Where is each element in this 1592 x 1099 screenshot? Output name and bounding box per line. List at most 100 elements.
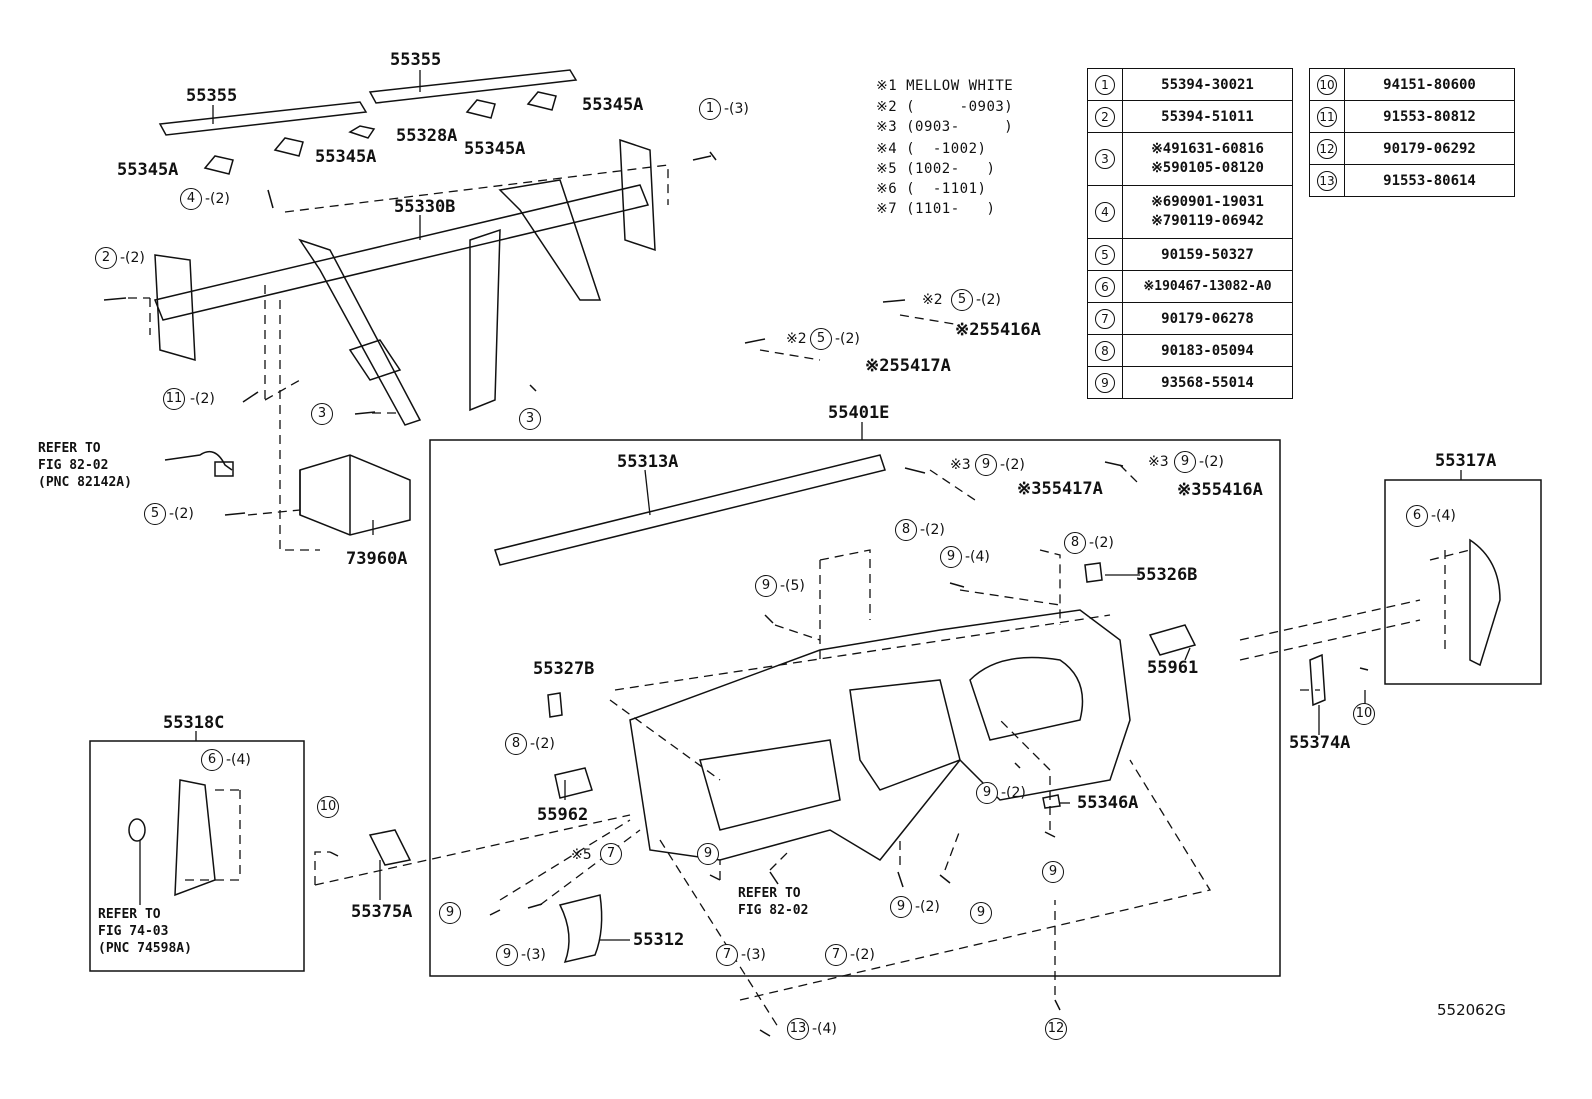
callout-qty: -(4) <box>1431 508 1456 524</box>
callout-qty: -(2) <box>850 947 875 963</box>
part-number: 94151-80600 <box>1344 68 1515 101</box>
index-circle: 3 <box>1095 149 1115 169</box>
beam-55330b <box>153 184 650 321</box>
parts-row: 11 91553-80812 <box>1309 100 1515 133</box>
bracket-55374a <box>1309 653 1326 707</box>
callout-qty: -(2) <box>205 191 230 207</box>
note-1: ※1 MELLOW WHITE <box>876 78 1014 94</box>
part-number: 90159-50327 <box>1122 238 1293 271</box>
note-2: ※2 ( -0903) <box>876 99 1014 115</box>
callout-qty: -(2) <box>1000 457 1025 473</box>
callout-qty: -(2) <box>1199 454 1224 470</box>
callout-circle: 9 <box>439 902 461 924</box>
part-number: 93568-55014 <box>1122 366 1293 399</box>
part-number: ※491631-60816 ※590105-08120 <box>1122 132 1293 186</box>
bracket-55327b <box>547 692 563 718</box>
figure-code: 552062G <box>1437 1001 1506 1019</box>
note-3: ※3 (0903- ) <box>876 119 1014 135</box>
index-circle: 10 <box>1317 74 1337 95</box>
label-55355-left: 55355 <box>186 86 238 106</box>
callout-qty: -(5) <box>780 578 805 594</box>
callout-circle: 9 <box>940 546 962 568</box>
clip-55345a-4 <box>526 91 557 111</box>
side-cover-55317a <box>1469 538 1501 667</box>
label-55330b: 55330B <box>394 197 456 217</box>
index-circle: 11 <box>1317 106 1337 127</box>
side-cover-box-right <box>1384 479 1542 685</box>
parts-row: 3 ※491631-60816 ※590105-08120 <box>1087 132 1293 186</box>
label-55318c: 55318C <box>163 713 225 733</box>
label-55346a: 55346A <box>1077 793 1139 813</box>
label-55375a: 55375A <box>351 902 413 922</box>
callout-qty: -(2) <box>530 736 555 752</box>
clip-55345a-3 <box>465 99 496 119</box>
callout-qty: -(3) <box>724 101 749 117</box>
beam-right-bracket <box>619 138 656 252</box>
callout-circle: 5 <box>144 503 166 525</box>
part-number: 91553-80812 <box>1344 100 1515 133</box>
callout-qty: -(2) <box>915 899 940 915</box>
note-7: ※7 (1101- ) <box>876 201 996 217</box>
callout-qty: -(2) <box>1001 785 1026 801</box>
callout-circle: 8 <box>895 519 917 541</box>
callout-qty: -(2) <box>920 522 945 538</box>
callout-circle: 9 <box>976 782 998 804</box>
connector-harness <box>164 450 233 471</box>
label-55417a-lower: ※355417A <box>1017 479 1103 499</box>
parts-row: 10 94151-80600 <box>1309 68 1515 101</box>
callout-circle: 7 <box>600 843 622 865</box>
vent-55962 <box>554 767 593 799</box>
part-number: ※690901-19031 ※790119-06942 <box>1122 185 1293 239</box>
index-circle: 9 <box>1095 372 1115 393</box>
label-55355-top: 55355 <box>390 50 442 70</box>
note-mark-3a: ※3 <box>950 457 971 473</box>
callout-circle: 4 <box>180 188 202 210</box>
label-55312: 55312 <box>633 930 685 950</box>
index-circle: 7 <box>1095 308 1115 329</box>
label-55328a: 55328A <box>396 126 458 146</box>
panel-group-box <box>429 439 1281 977</box>
clip-55345a-2 <box>273 137 304 157</box>
callout-circle: 10 <box>1353 703 1375 725</box>
label-55416a-lower: ※355416A <box>1177 480 1263 500</box>
note-mark-2a: ※2 <box>922 292 943 308</box>
parts-row: 4※690901-19031 ※790119-06942 <box>1087 185 1293 239</box>
side-cover-55318c <box>174 779 216 897</box>
index-circle: 12 <box>1317 138 1337 159</box>
fastener-set <box>103 151 1369 1037</box>
bracket-55375a <box>368 829 412 866</box>
callout-circle: 11 <box>163 388 185 410</box>
callout-circle: 3 <box>519 408 541 430</box>
part-number: 90179-06292 <box>1344 132 1515 165</box>
instrument-panel <box>629 609 1131 861</box>
index-circle: 1 <box>1095 74 1115 95</box>
callout-circle: 6 <box>201 749 223 771</box>
callout-qty: -(3) <box>741 947 766 963</box>
part-number: 55394-30021 <box>1122 68 1293 101</box>
label-55345a-2: 55345A <box>315 147 377 167</box>
label-73960a: 73960A <box>346 549 408 569</box>
beam-small-bracket <box>348 339 402 381</box>
callout-circle: 2 <box>95 247 117 269</box>
callout-circle: 9 <box>697 843 719 865</box>
note-mark-3b: ※3 <box>1148 454 1169 470</box>
label-55326b: 55326B <box>1136 565 1198 585</box>
label-55345a-4: 55345A <box>582 95 644 115</box>
strip-55355-left <box>158 101 368 136</box>
part-number: 90183-05094 <box>1122 334 1293 367</box>
beam-left-bracket <box>154 254 196 362</box>
callout-circle: 8 <box>1064 532 1086 554</box>
label-55416a-upper: ※255416A <box>955 320 1041 340</box>
callout-circle: 7 <box>825 944 847 966</box>
callout-circle: 9 <box>890 896 912 918</box>
part-number: ※190467-13082-A0 <box>1122 270 1293 303</box>
callout-qty: -(2) <box>190 391 215 407</box>
label-55401e: 55401E <box>828 403 890 423</box>
note-6: ※6 ( -1101) <box>876 181 987 197</box>
callout-circle: 13 <box>787 1018 809 1040</box>
